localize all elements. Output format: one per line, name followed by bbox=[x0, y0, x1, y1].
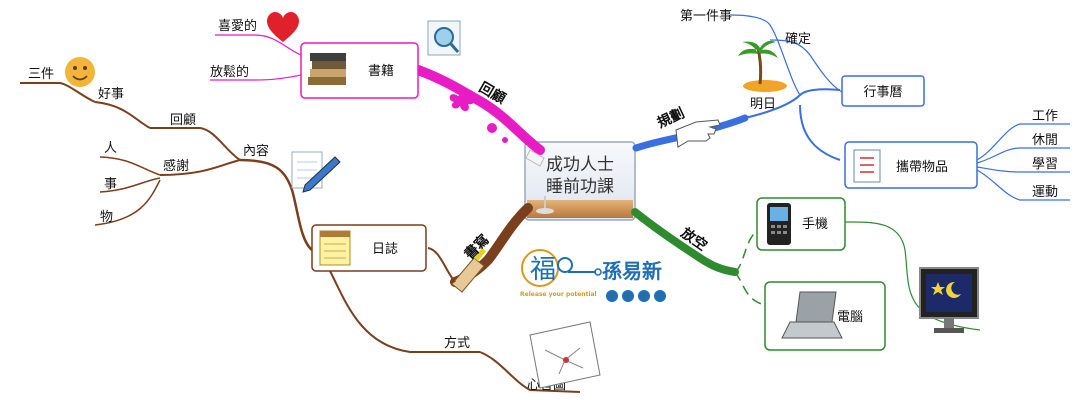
paint-splash-icon bbox=[449, 89, 545, 167]
leaf-exercise: 運動 bbox=[1032, 185, 1058, 200]
pointing-hand-icon bbox=[675, 119, 721, 148]
night-monitor-icon bbox=[919, 267, 979, 333]
laptop-icon bbox=[781, 291, 843, 339]
diary-label: 日誌 bbox=[372, 241, 398, 257]
books-label: 書籍 bbox=[368, 63, 394, 79]
branch-plan[interactable]: 規劃 bbox=[632, 104, 749, 152]
computer-node[interactable]: 電腦 bbox=[764, 281, 886, 351]
books-icon bbox=[308, 53, 346, 85]
leaf-confirm: 確定 bbox=[785, 31, 811, 47]
three-label: 三件 bbox=[28, 67, 54, 82]
checklist-icon bbox=[853, 149, 881, 183]
logo-mark: 福 bbox=[530, 255, 556, 285]
heart-icon bbox=[267, 12, 299, 42]
leaf-work: 工作 bbox=[1032, 109, 1058, 124]
center-title-line1: 成功人士 bbox=[546, 155, 614, 175]
leaf-things: 物 bbox=[100, 210, 113, 225]
content-label: 內容 bbox=[243, 143, 269, 159]
diary-node[interactable]: 日誌 bbox=[311, 224, 427, 272]
notepad-icon bbox=[319, 230, 351, 266]
center-title-line2: 睡前功課 bbox=[546, 177, 614, 197]
mindmap-sketch-icon bbox=[529, 321, 601, 389]
logo-name: 孫易新 bbox=[602, 259, 662, 283]
leaf-favorite: 喜愛的 bbox=[218, 18, 257, 34]
lamp-icon bbox=[536, 196, 554, 214]
good-things-label: 好事 bbox=[98, 87, 124, 102]
tomorrow-label: 明日 bbox=[750, 97, 776, 112]
calendar-label: 行事曆 bbox=[863, 85, 902, 100]
carry-items-node[interactable]: 攜帶物品 bbox=[844, 141, 978, 189]
leaf-people: 人 bbox=[104, 141, 117, 156]
method-label: 方式 bbox=[444, 335, 470, 351]
smiley-icon bbox=[65, 57, 95, 87]
magnifier-icon bbox=[427, 20, 461, 56]
center-topic[interactable]: 成功人士 睡前功課 bbox=[524, 141, 636, 221]
brand-logo: 福 孫易新 Release your potential bbox=[520, 249, 666, 302]
recall-label: 回顧 bbox=[170, 113, 196, 128]
books-node[interactable]: 書籍 bbox=[300, 42, 419, 99]
calendar-node[interactable]: 行事曆 bbox=[841, 75, 925, 107]
branch-write[interactable]: 書寫 bbox=[450, 203, 533, 293]
carry-items-label: 攜帶物品 bbox=[896, 160, 948, 175]
island-icon bbox=[738, 40, 787, 92]
leaf-leisure: 休閒 bbox=[1032, 133, 1058, 148]
computer-label: 電腦 bbox=[837, 310, 863, 325]
phone-node[interactable]: 手機 bbox=[756, 197, 846, 251]
pencil-paper-icon bbox=[291, 151, 341, 193]
leaf-study: 學習 bbox=[1032, 157, 1058, 172]
leaf-first-thing: 第一件事 bbox=[680, 9, 732, 24]
paintbrush-icon bbox=[451, 248, 486, 293]
leaf-events: 事 bbox=[104, 177, 117, 192]
leaf-relaxing: 放鬆的 bbox=[210, 64, 249, 80]
phone-label: 手機 bbox=[802, 217, 828, 232]
mobile-phone-icon bbox=[767, 203, 791, 245]
thanks-label: 感謝 bbox=[163, 158, 189, 174]
logo-tagline: Release your potential bbox=[520, 291, 597, 298]
